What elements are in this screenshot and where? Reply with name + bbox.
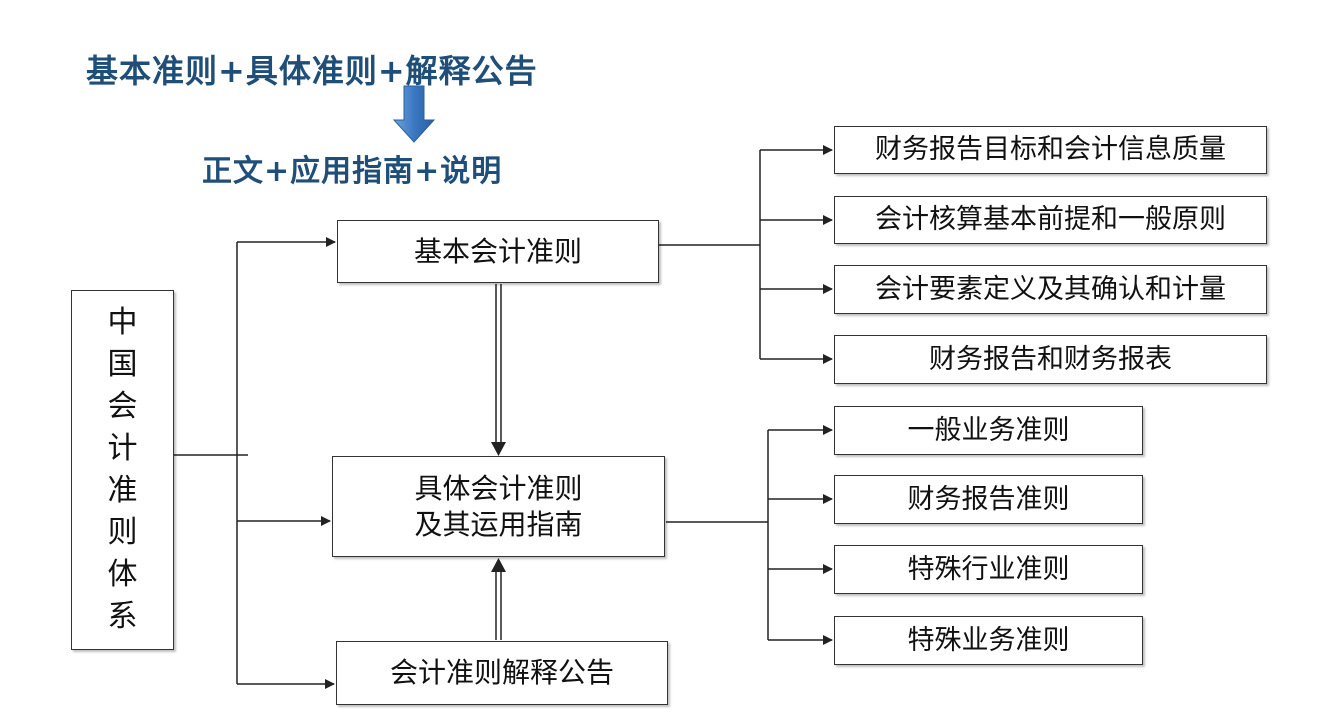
basic-to-specific-arrowhead: [491, 442, 506, 456]
specific-item-label: 特殊业务准则: [907, 624, 1070, 656]
specific-item-node: 特殊业务准则: [834, 616, 1143, 665]
specific-standard-node: 具体会计准则 及其运用指南: [332, 456, 665, 557]
specific-standard-line2: 及其运用指南: [414, 507, 583, 541]
specific-item-label: 一般业务准则: [907, 414, 1070, 446]
basic-item-node: 会计要素定义及其确认和计量: [834, 265, 1267, 314]
basic-item-node: 会计核算基本前提和一般原则: [834, 196, 1267, 244]
specific-item-node: 财务报告准则: [834, 475, 1143, 524]
basic-item-node: 财务报告目标和会计信息质量: [834, 126, 1267, 174]
headline-structure: 基本准则+具体准则+解释公告: [86, 52, 538, 90]
specific-standard-line1: 具体会计准则: [414, 471, 583, 505]
root-node-label: 中国会计准则体系: [107, 305, 138, 634]
specific-item-label: 财务报告准则: [907, 483, 1070, 515]
basic-item-label: 财务报告和财务报表: [929, 343, 1172, 375]
basic-item-label: 会计核算基本前提和一般原则: [875, 204, 1226, 235]
blue-down-arrow-icon: [392, 85, 436, 143]
headline-components: 正文+应用指南+说明: [202, 154, 503, 189]
interpretation-label: 会计准则解释公告: [389, 656, 614, 689]
basic-item-label: 会计要素定义及其确认和计量: [875, 273, 1226, 305]
interpretation-node: 会计准则解释公告: [336, 641, 668, 705]
specific-item-label: 特殊行业准则: [907, 553, 1070, 585]
specific-item-node: 特殊行业准则: [834, 545, 1143, 594]
basic-item-node: 财务报告和财务报表: [834, 335, 1267, 384]
interp-to-specific-arrowhead: [491, 558, 506, 572]
specific-item-node: 一般业务准则: [834, 406, 1143, 455]
basic-standard-node: 基本会计准则: [337, 220, 659, 283]
basic-standard-label: 基本会计准则: [413, 234, 582, 268]
root-node: 中国会计准则体系: [71, 290, 174, 650]
basic-item-label: 财务报告目标和会计信息质量: [875, 134, 1226, 165]
